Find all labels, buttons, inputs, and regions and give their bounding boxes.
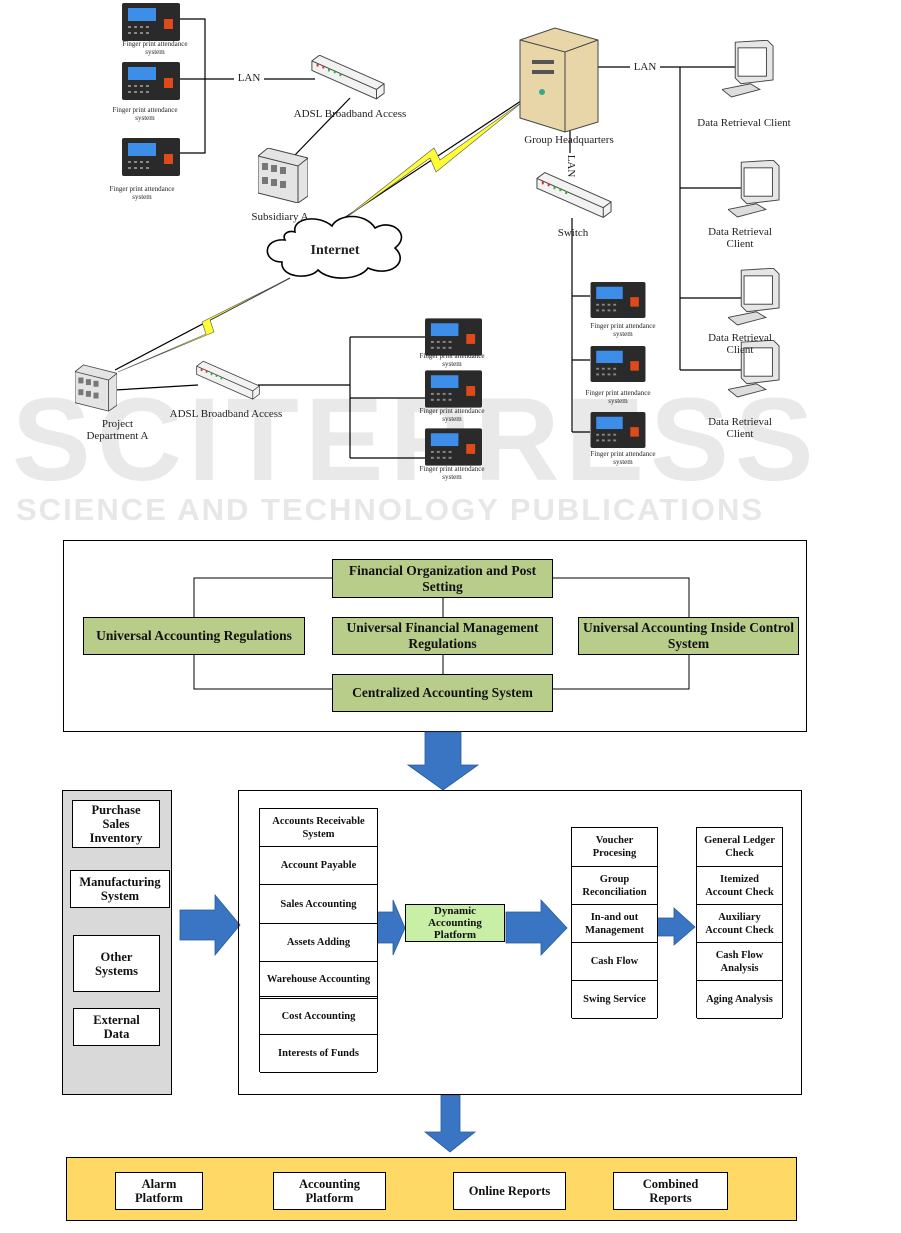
module-item: Sales Accounting xyxy=(260,885,377,924)
hq-label: Group Headquarters xyxy=(524,134,614,146)
switch-label: Switch xyxy=(557,227,589,239)
fingerprint-device-icon xyxy=(425,428,482,466)
dynamic-accounting-platform: Dynamic Accounting Platform xyxy=(405,904,505,942)
check-item: Itemized Account Check xyxy=(697,867,782,905)
adsl-modem-icon xyxy=(310,55,386,100)
box-inside-control-system: Universal Accounting Inside Control Syst… xyxy=(578,617,799,655)
source-other-systems: Other Systems xyxy=(73,935,160,992)
adsl-label: ADSL Broadband Access xyxy=(293,108,407,120)
module-item: Warehouse Accounting xyxy=(260,962,377,999)
module-item: Assets Adding xyxy=(260,924,377,962)
output-combined-reports: Combined Reports xyxy=(613,1172,728,1210)
source-external-data: External Data xyxy=(73,1008,160,1046)
fingerprint-device-icon xyxy=(122,62,180,100)
fingerprint-device-icon xyxy=(122,3,180,41)
lan-label-vertical: LAN xyxy=(565,153,577,179)
fingerprint-device-icon xyxy=(590,412,646,448)
output-online-reports: Online Reports xyxy=(453,1172,566,1210)
computer-icon xyxy=(722,40,774,98)
server-icon xyxy=(519,27,599,133)
internet-label: Internet xyxy=(310,243,360,258)
adsl-label: ADSL Broadband Access xyxy=(169,408,283,420)
module-item: Cost Accounting xyxy=(260,999,377,1035)
processing-item: Group Reconciliation xyxy=(572,867,657,905)
box-universal-accounting-regulations: Universal Accounting Regulations xyxy=(83,617,305,655)
check-list: General Ledger Check Itemized Account Ch… xyxy=(696,827,783,1019)
building-icon xyxy=(75,364,117,412)
box-centralized-accounting: Centralized Accounting System xyxy=(332,674,553,712)
fingerprint-device-icon xyxy=(425,370,482,408)
fingerprint-device-icon xyxy=(425,318,482,356)
processing-list: Voucher Procesing Group Reconciliation I… xyxy=(571,827,658,1019)
processing-item: Cash Flow xyxy=(572,943,657,981)
source-purchase-sales-inventory: Purchase Sales Inventory xyxy=(72,800,160,848)
check-item: Aging Analysis xyxy=(697,981,782,1019)
fingerprint-device-icon xyxy=(590,346,646,382)
structure-panel xyxy=(63,540,807,732)
output-alarm-platform: Alarm Platform xyxy=(115,1172,203,1210)
module-list: Accounts Receivable System Account Payab… xyxy=(259,808,378,1073)
source-manufacturing-system: Manufacturing System xyxy=(70,870,170,908)
computer-icon xyxy=(728,160,780,218)
output-accounting-platform: Accounting Platform xyxy=(273,1172,386,1210)
module-item: Accounts Receivable System xyxy=(260,809,377,847)
check-item: Cash Flow Analysis xyxy=(697,943,782,981)
processing-item: Voucher Procesing xyxy=(572,828,657,867)
computer-icon xyxy=(728,268,780,326)
watermark-main: SCITEPRESS xyxy=(12,374,820,506)
fingerprint-device-icon xyxy=(122,138,180,176)
check-item: Auxiliary Account Check xyxy=(697,905,782,943)
processing-item: In-and out Management xyxy=(572,905,657,943)
processing-item: Swing Service xyxy=(572,981,657,1019)
adsl-modem-icon xyxy=(195,360,261,401)
building-icon xyxy=(258,148,308,203)
watermark-sub: SCIENCE AND TECHNOLOGY PUBLICATIONS xyxy=(16,492,765,527)
cloud-icon xyxy=(266,215,403,279)
fingerprint-device-icon xyxy=(590,282,646,318)
client-label: Data Retrieval Client xyxy=(697,117,791,129)
box-financial-management-regulations: Universal Financial Management Regulatio… xyxy=(332,617,553,655)
lan-label: LAN xyxy=(234,72,264,84)
module-item: Interests of Funds xyxy=(260,1035,377,1073)
accounting-platform-panel xyxy=(238,790,802,1095)
subsidiary-label: Subsidiary A xyxy=(251,211,309,223)
module-item: Account Payable xyxy=(260,847,377,885)
switch-icon xyxy=(535,172,613,219)
check-item: General Ledger Check xyxy=(697,828,782,867)
box-financial-organization: Financial Organization and Post Setting xyxy=(332,559,553,598)
wireless-link-icon xyxy=(117,277,291,373)
lan-label: LAN xyxy=(630,61,660,73)
